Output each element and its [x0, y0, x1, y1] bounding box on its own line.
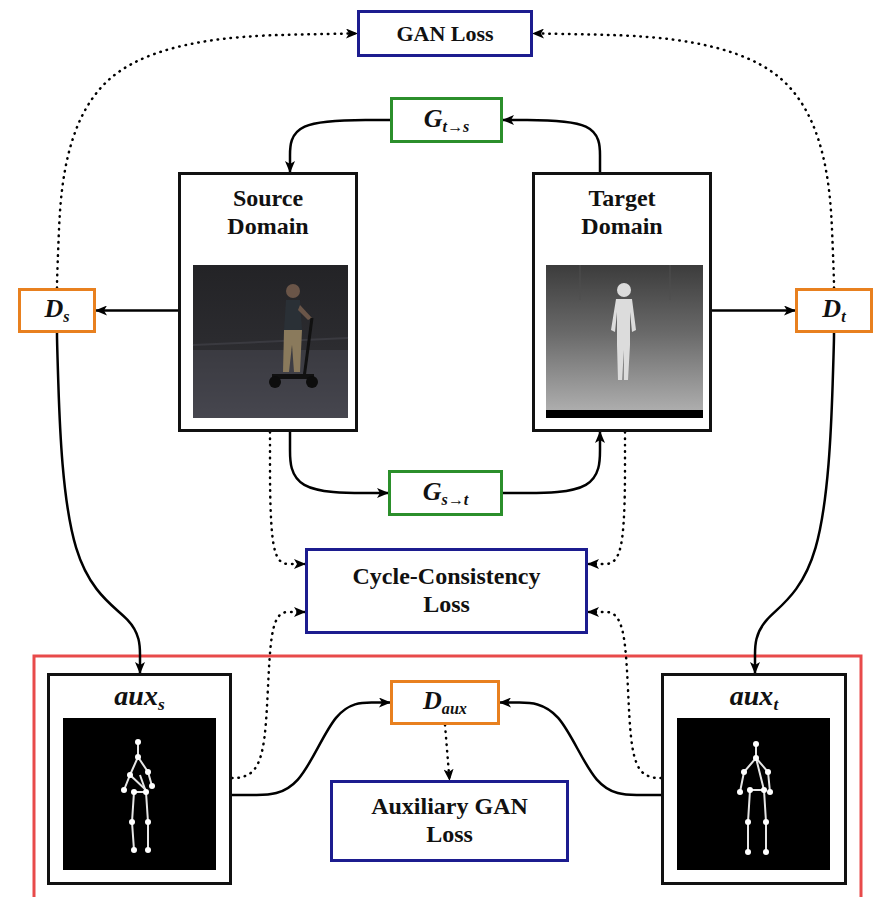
dotted-arrow — [270, 432, 305, 564]
dotted-arrow — [57, 34, 357, 289]
symbol-subscript: t — [841, 308, 845, 325]
math-label: Gs→t — [423, 477, 469, 509]
solid-arrow — [290, 432, 388, 493]
dotted-arrow — [588, 612, 661, 778]
symbol-subscript: s — [63, 308, 69, 325]
loss-box: Auxiliary GAN Loss — [330, 780, 569, 862]
dotted-arrow — [445, 725, 450, 780]
pose-skeleton-target — [677, 718, 830, 870]
math-label: Gt→s — [424, 104, 470, 136]
symbol-subscript: t→s — [442, 118, 469, 135]
symbol-subscript: s — [158, 695, 165, 714]
source-photo — [193, 265, 348, 418]
box-label: GAN Loss — [396, 21, 493, 46]
dotted-arrow — [588, 432, 625, 564]
symbol-base: aux — [114, 680, 158, 711]
math-label: Daux — [423, 686, 467, 718]
symbol-subscript: t — [773, 695, 778, 714]
solid-arrow — [712, 309, 795, 312]
auxiliary-box: auxt — [661, 673, 847, 885]
domain-box: Target Domain — [532, 172, 712, 432]
auxiliary-box: auxs — [47, 673, 232, 885]
box-label: Cycle-Consistency Loss — [327, 563, 567, 618]
math-label: auxt — [730, 680, 778, 715]
symbol-subscript: aux — [442, 700, 467, 717]
solid-arrow — [503, 120, 600, 172]
solid-arrow — [755, 333, 834, 673]
loss-box: GAN Loss — [357, 10, 533, 57]
box-label: Auxiliary GAN Loss — [355, 793, 545, 848]
generator-box: Gt→s — [390, 97, 503, 143]
auxiliary-region — [34, 656, 861, 897]
symbol-subscript: s→t — [441, 491, 468, 508]
math-label: auxs — [114, 680, 164, 715]
discriminator-box: Daux — [390, 680, 500, 725]
solid-arrow — [290, 120, 390, 172]
solid-arrow — [57, 333, 140, 673]
solid-arrow — [96, 309, 178, 312]
math-label: Ds — [44, 294, 69, 326]
loss-box: Cycle-Consistency Loss — [305, 548, 588, 634]
depth-image — [546, 265, 703, 418]
solid-arrow — [503, 432, 600, 493]
domain-box: Source Domain — [178, 172, 358, 432]
dotted-arrow — [533, 34, 834, 289]
symbol-base: G — [424, 104, 443, 133]
dotted-arrow — [232, 612, 305, 778]
symbol-base: D — [44, 294, 63, 323]
discriminator-box: Ds — [18, 288, 96, 333]
discriminator-box: Dt — [795, 288, 873, 333]
box-label: Target Domain — [547, 185, 697, 240]
generator-box: Gs→t — [388, 470, 503, 516]
symbol-base: D — [822, 294, 841, 323]
symbol-base: D — [423, 686, 442, 715]
symbol-base: G — [423, 477, 442, 506]
symbol-base: aux — [730, 680, 774, 711]
pose-skeleton-source — [63, 718, 216, 870]
math-label: Dt — [822, 294, 845, 326]
box-label: Source Domain — [193, 185, 343, 240]
